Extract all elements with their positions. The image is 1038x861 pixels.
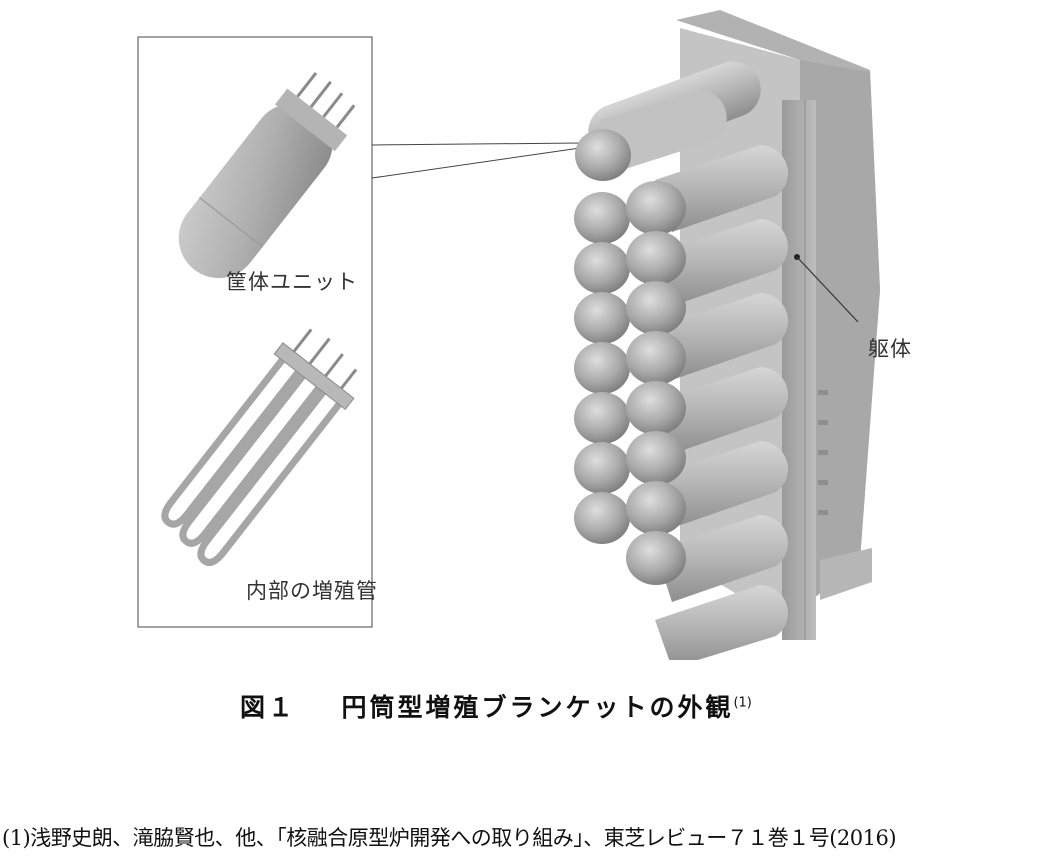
- casing-unit-label: 筐体ユニット: [226, 270, 358, 294]
- figure-caption: 図１ 円筒型増殖ブランケットの外観(1): [240, 688, 752, 724]
- breeding-tube-label: 内部の増殖管: [246, 579, 378, 603]
- blanket-figure: 筐体ユニット 内部の増殖管 躯体: [137, 10, 912, 660]
- frame-callout: [794, 254, 859, 323]
- figure-title: 円筒型増殖ブランケットの外観: [341, 693, 734, 722]
- blanket-illustration: [137, 10, 880, 660]
- breeding-tube-illustration: [161, 328, 358, 566]
- citation-mark: (1): [733, 695, 752, 711]
- casing-unit-illustration: [178, 72, 356, 279]
- frame-label: 躯体: [868, 337, 912, 361]
- figure-number: 図１: [240, 693, 297, 722]
- inset-frame: [137, 36, 581, 628]
- breeding-pods: [574, 61, 789, 660]
- reference-text: (1)浅野史朗、滝脇賢也、他、「核融合原型炉開発への取り組み」、東芝レビュー７１…: [2, 826, 897, 850]
